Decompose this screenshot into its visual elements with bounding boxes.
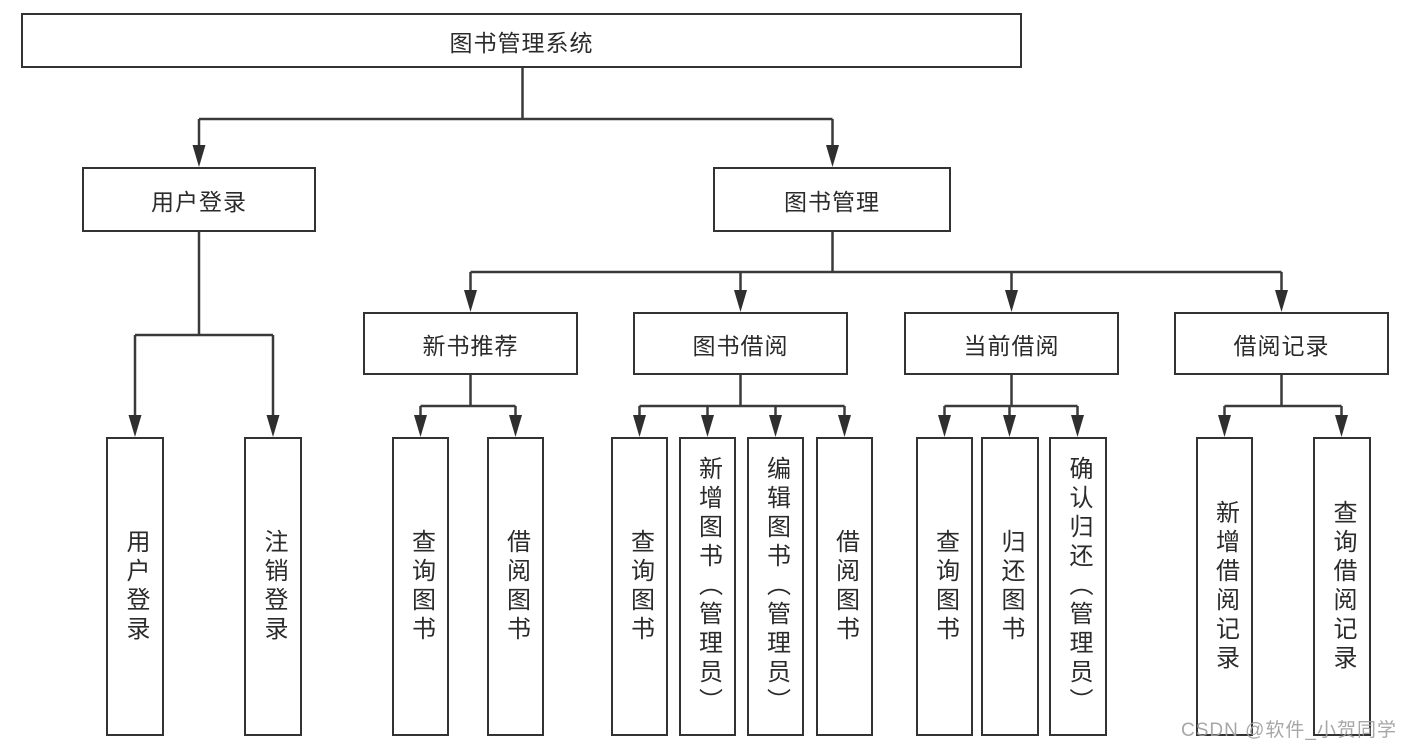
- node-book-borrow: 图书借阅: [633, 312, 848, 375]
- node-borrow-records: 借阅记录: [1174, 312, 1389, 375]
- leaf-current-query-books: 查询图书: [916, 437, 973, 736]
- leaf-records-add-record: 新增借阅记录: [1196, 437, 1253, 736]
- node-new-book-recommend: 新书推荐: [363, 312, 578, 375]
- leaf-logout: 注销登录: [244, 437, 302, 736]
- node-book-management: 图书管理: [713, 167, 951, 232]
- leaf-borrow-borrow-books: 借阅图书: [816, 437, 873, 736]
- node-user-login: 用户登录: [82, 167, 316, 232]
- leaf-borrow-add-books-admin: 新增图书（管理员）: [679, 437, 736, 736]
- leaf-borrow-query-books: 查询图书: [611, 437, 668, 736]
- leaf-user-login: 用户登录: [106, 437, 164, 736]
- leaf-recommend-query-books: 查询图书: [392, 437, 449, 736]
- leaf-recommend-borrow-books: 借阅图书: [487, 437, 544, 736]
- leaf-records-query-record: 查询借阅记录: [1313, 437, 1371, 736]
- node-current-borrow: 当前借阅: [904, 312, 1119, 375]
- arrowheads: [128, 145, 1348, 437]
- tree-edges: [133, 68, 1343, 419]
- node-root: 图书管理系统: [21, 13, 1022, 68]
- leaf-current-return-books: 归还图书: [981, 437, 1039, 736]
- leaf-borrow-edit-books-admin: 编辑图书（管理员）: [747, 437, 804, 736]
- watermark: CSDN @软件_小贺同学: [1181, 720, 1397, 741]
- leaf-current-confirm-return-admin: 确认归还（管理员）: [1049, 437, 1107, 736]
